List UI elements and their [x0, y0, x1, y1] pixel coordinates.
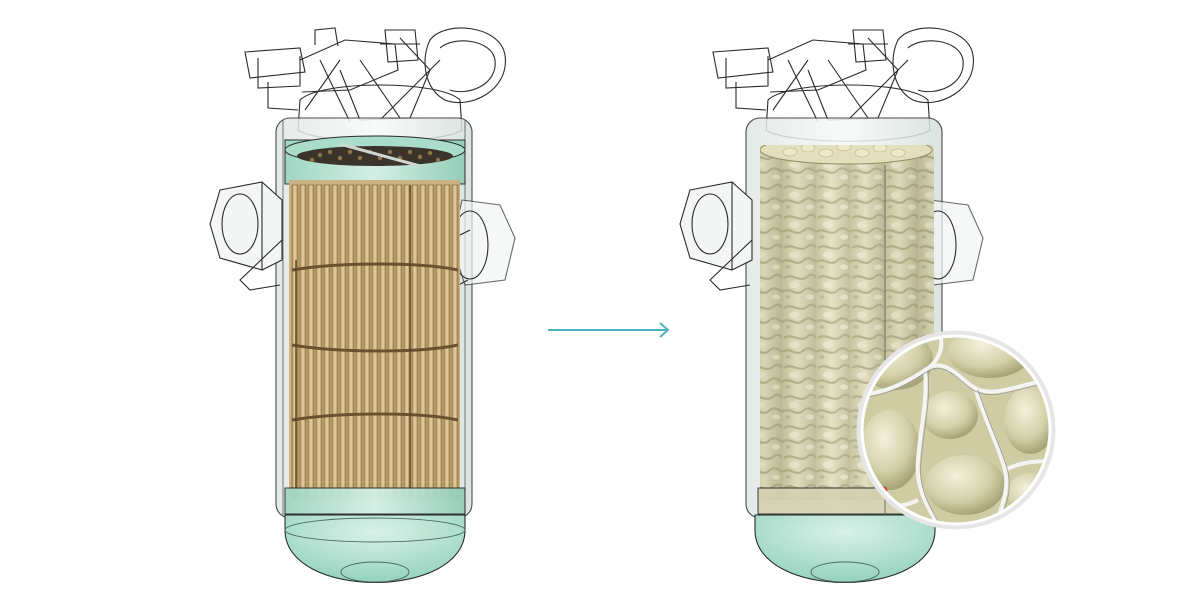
left-bottom-dome: [284, 514, 466, 584]
right-bottom-dome: [754, 514, 936, 584]
left-side-nozzle-left: [209, 181, 283, 291]
left-tube-bundle: [289, 180, 460, 500]
right-arrow-icon: [548, 322, 670, 338]
gyroid-detail-magnifier: [856, 330, 1056, 530]
left-top-tube-sheet: [284, 135, 466, 185]
right-side-nozzle-left: [679, 181, 753, 291]
left-bottom-tube-sheet: [284, 487, 466, 515]
shell-and-tube-heat-exchanger: [209, 27, 516, 584]
